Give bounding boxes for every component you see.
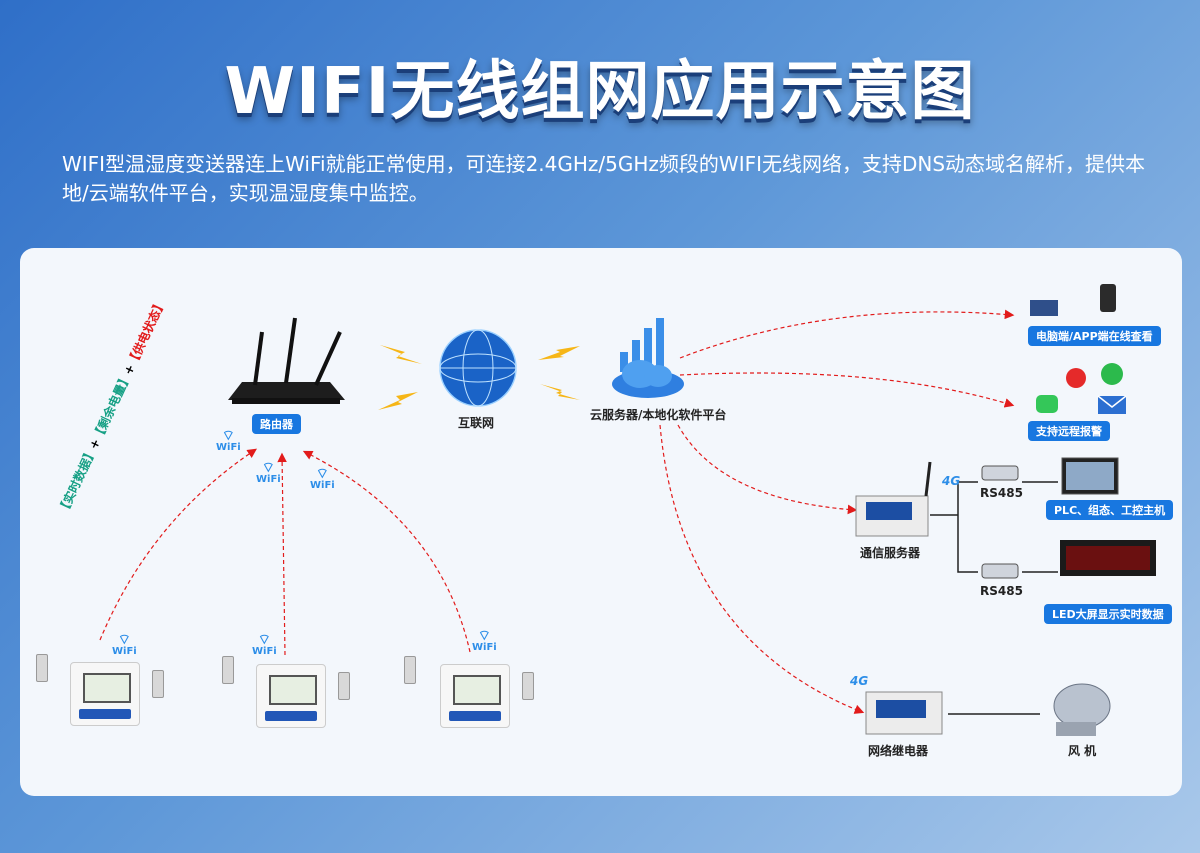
wifi-icon: ⌔: [261, 460, 275, 476]
alarm-siren: [1066, 368, 1086, 388]
sensor-keypad: [449, 711, 501, 721]
bolt-2: [378, 392, 418, 410]
bolt-3: [538, 346, 580, 360]
laptop-icon: [1030, 300, 1058, 316]
link-cloud-alarm: [679, 372, 1015, 408]
page-title: WIFI无线组网应用示意图: [224, 55, 976, 129]
sensor-1-probe-right: [152, 670, 164, 698]
tag-4g-relay: 4G: [850, 674, 869, 688]
wifi-icon: ⌔: [117, 632, 131, 648]
comm-server-label: 通信服务器: [860, 546, 921, 560]
fan-label: 风 机: [1068, 744, 1097, 758]
rs485-port-top: [981, 465, 1019, 481]
rs485-top-label: RS485: [980, 486, 1023, 500]
sensor-keypad: [79, 709, 131, 719]
link-cloud-server: [677, 424, 858, 515]
plc-label: PLC、组态、工控主机: [1046, 500, 1174, 520]
wifi-tag-sensor2: ⌔WiFi: [252, 632, 277, 657]
sensor-keypad: [265, 711, 317, 721]
bolt-1: [380, 345, 422, 364]
sensor-screen: [269, 675, 317, 705]
link-cloud-relay: [659, 424, 865, 714]
wire-server-rs485: [930, 481, 978, 573]
rs485-port-bottom: [981, 563, 1019, 579]
sensor-2-probe-right: [338, 672, 350, 700]
internet-globe: [439, 329, 517, 407]
sensor-3-probe-left: [404, 656, 416, 684]
link-sensor1-router: [99, 448, 257, 641]
sensor-3: [440, 664, 510, 728]
diagram-panel: [20, 248, 1182, 796]
sensor-2: [256, 664, 326, 728]
sensor-3-probe-right: [522, 672, 534, 700]
fan-device: [1053, 683, 1111, 736]
link-sensor2-router: [277, 452, 287, 656]
wifi-icon: ⌔: [315, 466, 329, 482]
wechat-icon: [1101, 363, 1123, 385]
wifi-tag-mid: ⌔WiFi: [256, 460, 281, 485]
sensor-screen: [83, 673, 131, 703]
router-label: 路由器: [252, 414, 301, 434]
alarm-label: 支持远程报警: [1028, 421, 1110, 441]
sensor-screen: [453, 675, 501, 705]
led-label: LED大屏显示实时数据: [1044, 604, 1172, 624]
description: WIFI型温湿度变送器连上WiFi就能正常使用，可连接2.4GHz/5GHz频段…: [62, 152, 1146, 205]
mail-icon: [1098, 396, 1126, 414]
cloud-label: 云服务器/本地化软件平台: [590, 408, 727, 422]
rs485-bottom-label: RS485: [980, 584, 1023, 598]
wifi-icon: ⌔: [477, 628, 491, 644]
pc-app-label: 电脑端/APP端在线查看: [1028, 326, 1161, 346]
link-cloud-pc: [679, 309, 1015, 359]
wifi-icon: ⌔: [257, 632, 271, 648]
wifi-icon: ⌔: [221, 428, 235, 444]
wifi-tag-right: ⌔WiFi: [310, 466, 335, 491]
comm-server-device: [855, 461, 932, 537]
wifi-tag-sensor1: ⌔WiFi: [112, 632, 137, 657]
router-device: [228, 317, 345, 404]
wifi-tag-sensor3: ⌔WiFi: [472, 628, 497, 653]
internet-label: 互联网: [458, 416, 495, 430]
sensor-2-probe-left: [222, 656, 234, 684]
sensor-1: [70, 662, 140, 726]
phone-icon: [1100, 284, 1116, 312]
relay-label: 网络继电器: [868, 744, 929, 758]
cloud-platform: [612, 318, 684, 398]
sensor-1-probe-left: [36, 654, 48, 682]
message-icon: [1036, 395, 1058, 413]
tag-4g-server: 4G: [942, 474, 961, 488]
relay-device: [865, 691, 943, 735]
bolt-4: [540, 384, 580, 400]
wifi-tag-router: ⌔WiFi: [216, 428, 241, 453]
